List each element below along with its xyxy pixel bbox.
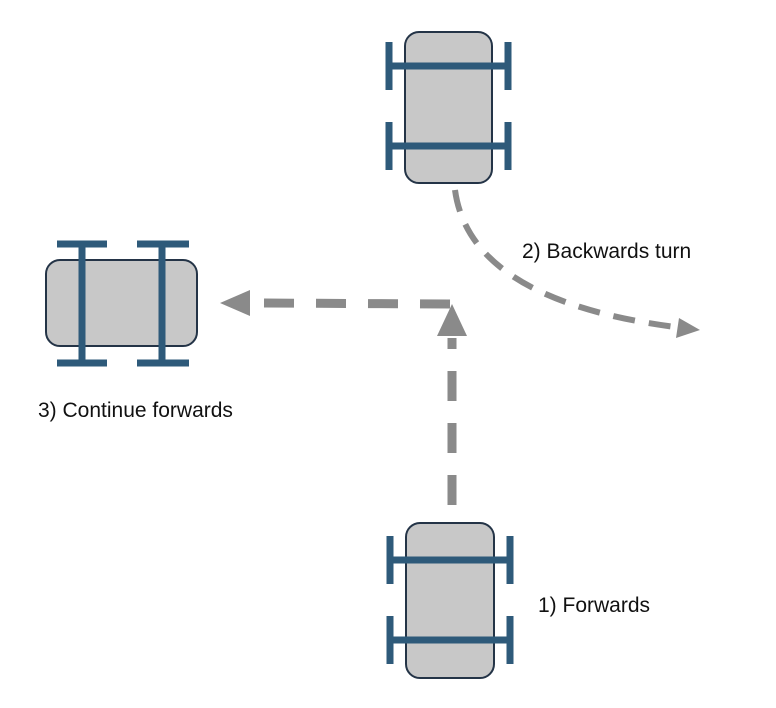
- backwards-turn-arrowhead-icon: [676, 318, 700, 338]
- step-3-label: 3) Continue forwards: [38, 399, 233, 422]
- backwards-turn-path: [452, 189, 676, 330]
- vehicle-bottom-icon: [386, 522, 514, 679]
- vehicle-top-icon: [385, 31, 512, 184]
- step-2-label: 2) Backwards turn: [522, 240, 692, 263]
- step-1-label: 1) Forwards: [538, 594, 651, 617]
- continue-path-line: [257, 298, 451, 309]
- continue-arrowhead-icon: [220, 290, 250, 316]
- forwards-arrowhead-icon: [437, 304, 467, 336]
- vehicle-left-icon: [45, 240, 198, 367]
